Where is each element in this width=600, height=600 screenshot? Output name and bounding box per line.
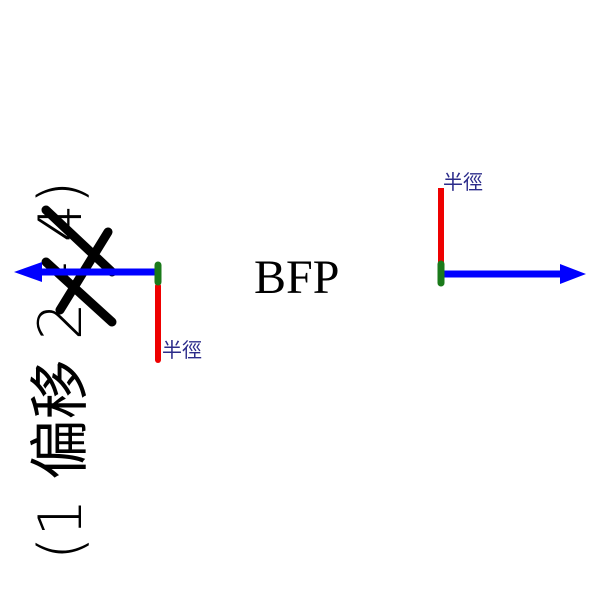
left-arrowhead xyxy=(14,262,42,282)
left-axis xyxy=(14,261,162,363)
left-radius-label: 半徑 xyxy=(162,338,202,362)
bfp-title: BFP xyxy=(254,251,340,304)
right-axis xyxy=(437,188,586,287)
right-arrowhead xyxy=(560,264,586,284)
diagonal-strokes xyxy=(41,205,117,327)
right-radius-label: 半徑 xyxy=(443,170,483,194)
